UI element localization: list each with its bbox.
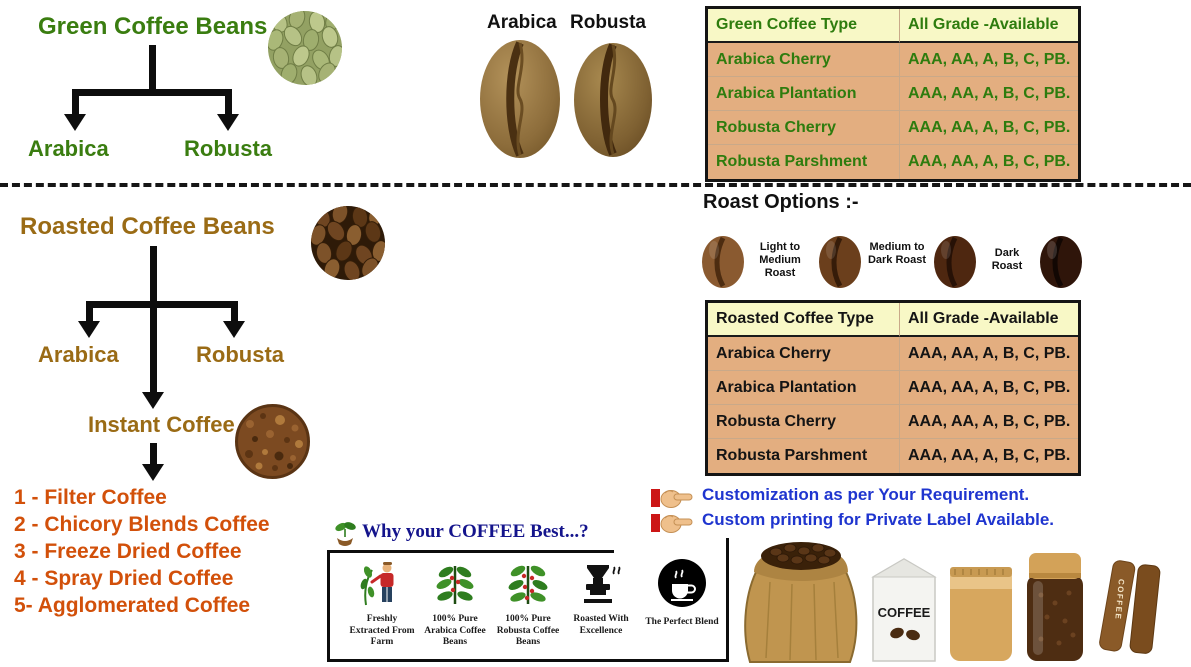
table-cell: Arabica Cherry [708,337,900,371]
instant-coffee-jar-image [1027,553,1083,661]
table-cell: AAA, AA, A, B, C, PB. [908,447,1071,464]
flow-connector [149,45,156,90]
instant-type-item: 1 - Filter Coffee [14,486,167,509]
table-cell: Arabica Cherry [708,43,900,77]
roasted-branch-arabica: Arabica [38,342,119,367]
green-branch-robusta: Robusta [184,136,272,161]
flow-arrowhead [142,392,164,409]
flow-arrowhead [142,464,164,481]
why-best-caption: 100% Pure Robusta Coffee Beans [496,614,560,647]
table-cell: Arabica Plantation [708,371,900,405]
table-header-cell: Green Coffee Type [708,9,900,43]
table-cell: AAA, AA, A, B, C, PB. [900,43,1078,77]
table-cell: AAA, AA, A, B, C, PB. [900,405,1078,439]
table-cell: AAA, AA, A, B, C, PB. [900,77,1078,111]
light-roast-bean-image [702,236,744,288]
why-best-caption: Freshly Extracted From Farm [349,614,415,647]
bean-compare-arabica-label: Arabica [487,12,557,33]
arabica-bean-image [480,40,560,158]
arabica-plant-icon [436,566,474,604]
green-coffee-table: Green Coffee Type All Grade -Available A… [705,6,1081,182]
robusta-bean-image [574,43,652,157]
green-coffee-beans-image [268,11,342,85]
panel-border [726,538,729,662]
stick-label: COFFEE [1113,579,1126,621]
flow-connector [150,301,157,393]
robusta-plant-icon [508,565,548,604]
dark-roast-bean-image [1040,236,1082,288]
panel-border [327,550,330,662]
table-cell: Robusta Cherry [708,405,900,439]
instant-coffee-title: Instant Coffee [88,412,235,437]
flow-arrowhead [217,114,239,131]
pointing-hand-icon [651,489,693,508]
flow-connector [86,301,238,308]
coffee-pouch-image [950,567,1012,661]
flow-connector [231,301,238,322]
table-header-cell: All Grade -Available [900,9,1078,43]
coffee-bag-image: COFFEE [871,558,937,662]
why-best-caption: The Perfect Blend [645,617,719,627]
table-header-cell: All Grade -Available [900,303,1078,337]
table-cell: AAA, AA, A, B, C, PB. [908,153,1071,170]
roast-level-label: Medium to Dark Roast [867,241,927,266]
table-cell: Robusta Parshment [708,439,900,473]
coffee-cup-icon [658,559,706,607]
roast-options-title: Roast Options :- [703,191,859,213]
table-cell: AAA, AA, A, B, C, PB. [900,111,1078,145]
table-cell: Robusta Parshment [708,145,900,179]
instant-type-item: 3 - Freeze Dried Coffee [14,540,242,563]
bag-label: COFFEE [878,605,931,620]
roasted-coffee-table: Roasted Coffee Type All Grade -Available… [705,300,1081,476]
flow-connector [150,246,157,301]
panel-border [327,659,729,662]
coffee-stick-packs-image: COFFEE [1099,560,1161,654]
instant-type-item: 5- Agglomerated Coffee [14,594,251,617]
why-best-item: 100% Pure Robusta Coffee Beans [492,560,564,649]
flow-connector [150,443,157,465]
roasted-coffee-beans-image [311,206,385,280]
roast-level-label: Dark Roast [991,247,1023,272]
flow-connector [72,89,79,115]
flow-connector [225,89,232,115]
callout-customization: Customization as per Your Requirement. [702,485,1030,504]
why-best-item: Freshly Extracted From Farm [346,560,418,649]
instant-type-item: 4 - Spray Dried Coffee [14,567,234,590]
bean-compare-robusta-label: Robusta [570,12,646,33]
roasted-branch-robusta: Robusta [196,342,284,367]
roasted-section-title: Roasted Coffee Beans [20,213,275,240]
why-best-item: Roasted With Excellence [566,560,636,637]
flow-connector [86,301,93,322]
coffee-sack-image [744,542,858,663]
panel-border [327,550,614,553]
green-section-title: Green Coffee Beans [38,13,268,40]
green-branch-arabica: Arabica [28,136,109,161]
instant-type-item: 2 - Chicory Blends Coffee [14,513,270,536]
table-cell: Arabica Plantation [708,77,900,111]
why-best-item: 100% Pure Arabica Coffee Beans [419,560,491,649]
coffee-machine-icon [584,565,621,603]
flow-arrowhead [78,321,100,338]
flow-connector [72,89,232,96]
sprout-hand-icon [335,522,356,546]
medium-dark-roast-bean-image [934,236,976,288]
section-divider [0,183,1191,187]
table-cell: Robusta Cherry [708,111,900,145]
instant-coffee-powder-image [235,404,310,479]
table-cell: AAA, AA, A, B, C, PB. [900,371,1078,405]
callout-private-label: Custom printing for Private Label Availa… [702,510,1055,529]
why-best-caption: Roasted With Excellence [573,614,629,636]
pointing-hand-icon [651,514,693,533]
why-best-caption: 100% Pure Arabica Coffee Beans [424,614,486,647]
table-cell: AAA, AA, A, B, C, PB. [900,337,1078,371]
why-best-item: The Perfect Blend [645,557,719,629]
flow-arrowhead [64,114,86,131]
flow-arrowhead [223,321,245,338]
table-header-cell: Roasted Coffee Type [708,303,900,337]
farmer-icon [360,562,394,606]
roast-level-label: Light to Medium Roast [759,241,801,279]
medium-roast-bean-image [819,236,861,288]
why-best-title: Why your COFFEE Best...? [362,521,589,542]
